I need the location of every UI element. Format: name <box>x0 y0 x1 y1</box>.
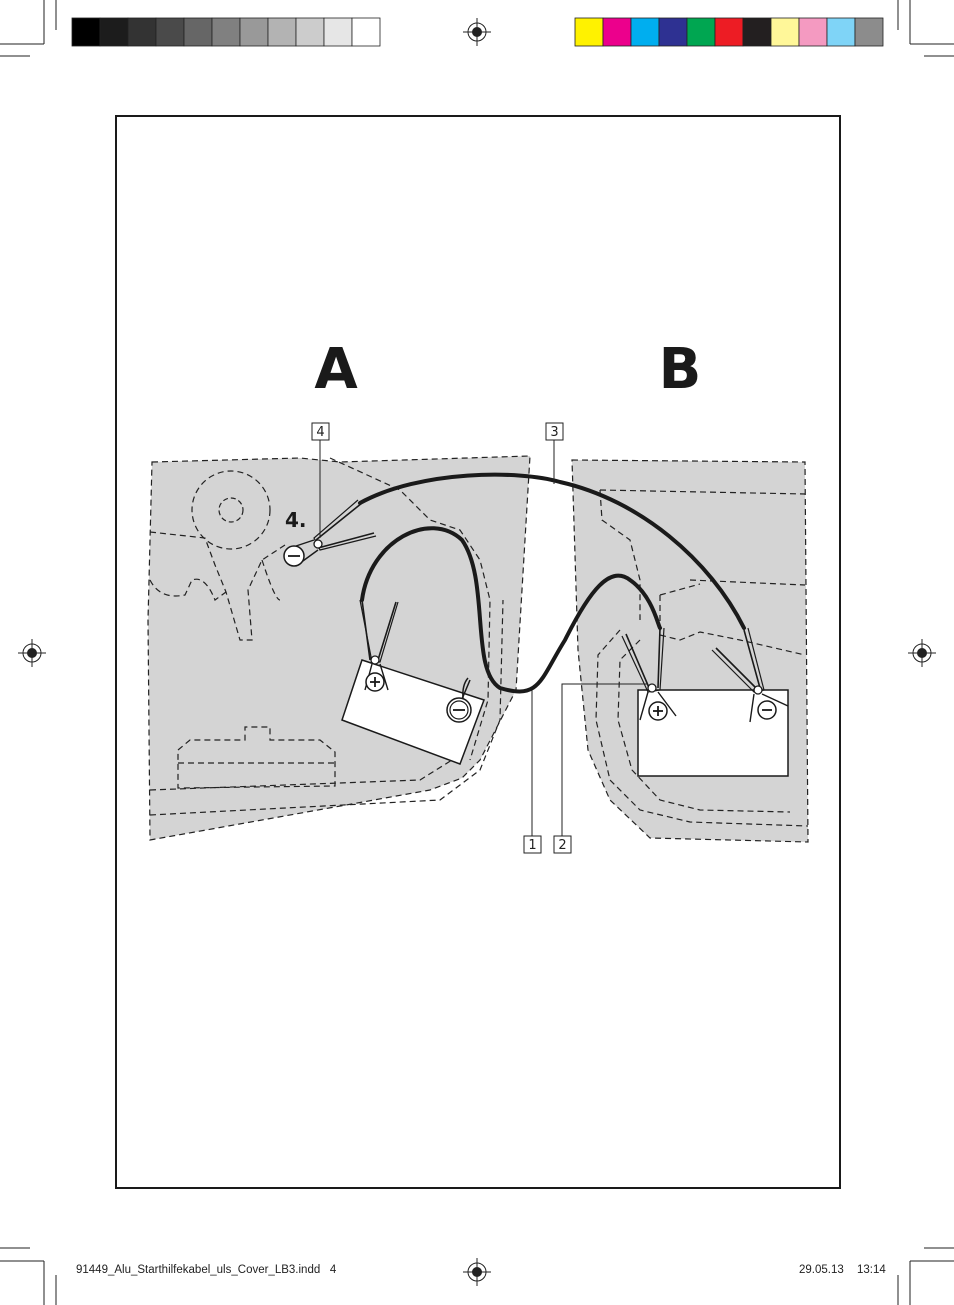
color-scale-swatch <box>658 17 688 47</box>
engine-bay-a <box>147 455 531 841</box>
gray-scale-swatch <box>183 17 213 47</box>
gray-scale-bar <box>71 17 381 47</box>
color-scale-bar <box>574 17 884 47</box>
color-scale-swatch <box>714 17 744 47</box>
color-scale-swatch <box>686 17 716 47</box>
negative-clamp-a-step4 <box>283 499 377 567</box>
callout-1-label: 1 <box>528 838 536 853</box>
callout-4-label: 4 <box>316 425 324 440</box>
color-scale-swatch <box>798 17 828 47</box>
color-scale-swatch <box>770 17 800 47</box>
callout-2-label: 2 <box>558 838 566 853</box>
color-scale-swatch <box>574 17 604 47</box>
gray-scale-swatch <box>239 17 269 47</box>
vehicle-label-b: B <box>659 337 702 402</box>
callout-1: 1 <box>523 690 542 854</box>
callout-4: 4 <box>311 422 330 538</box>
gray-scale-swatch <box>323 17 353 47</box>
registration-mark-right <box>908 639 936 667</box>
gray-scale-swatch <box>155 17 185 47</box>
footer-date: 29.05.13 <box>799 1264 844 1276</box>
vehicle-label-a: A <box>314 337 358 402</box>
plus-terminal-a <box>365 672 385 692</box>
gray-scale-swatch <box>267 17 297 47</box>
minus-terminal-a <box>446 677 472 723</box>
callout-3: 3 <box>545 422 564 484</box>
footer-time: 13:14 <box>857 1264 886 1276</box>
color-scale-swatch <box>630 17 660 47</box>
minus-terminal-b <box>757 700 777 720</box>
color-scale-swatch <box>854 17 884 47</box>
plus-terminal-b <box>648 701 668 721</box>
gray-scale-swatch <box>127 17 157 47</box>
gray-scale-swatch <box>295 17 325 47</box>
color-scale-swatch <box>742 17 772 47</box>
battery-a <box>341 599 485 765</box>
gray-scale-swatch <box>71 17 101 47</box>
footer-file-name: 91449_Alu_Starthilfekabel_uls_Cover_LB3.… <box>76 1264 337 1276</box>
gray-scale-swatch <box>211 17 241 47</box>
callout-2: 2 <box>553 683 648 854</box>
engine-bay-b <box>571 459 809 843</box>
color-scale-swatch <box>602 17 632 47</box>
color-scale-swatch <box>826 17 856 47</box>
registration-mark-bottom <box>463 1258 491 1286</box>
black-cable <box>358 472 746 630</box>
red-cable <box>360 526 662 694</box>
negative-clamp-b <box>711 627 789 723</box>
gray-scale-swatch <box>351 17 381 47</box>
gray-scale-swatch <box>99 17 129 47</box>
registration-mark-top <box>463 18 491 46</box>
callout-3-label: 3 <box>550 425 558 440</box>
step-number: 4. <box>285 508 307 532</box>
battery-b <box>621 627 789 777</box>
page-frame <box>115 115 841 1189</box>
positive-clamp-b <box>621 627 677 721</box>
registration-mark-left <box>18 639 46 667</box>
